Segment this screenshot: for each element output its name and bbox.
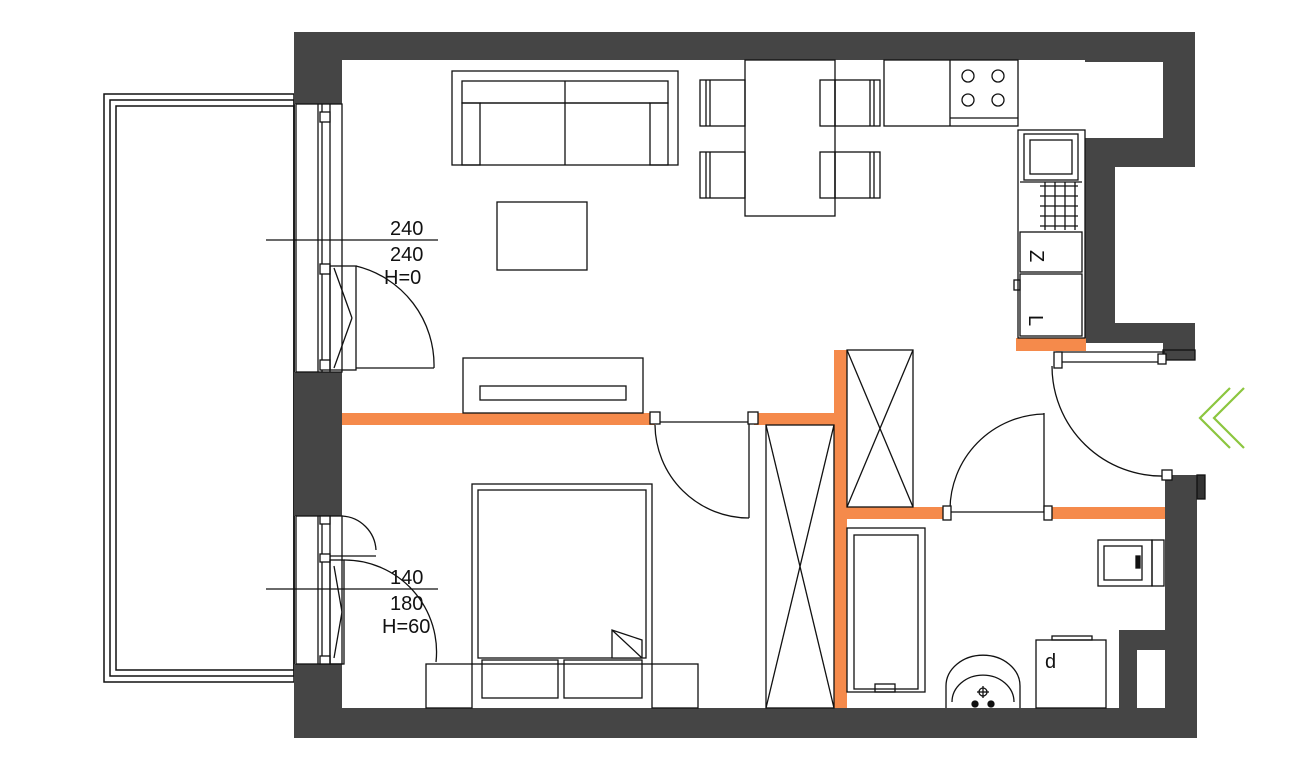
hall-closet [846,349,914,508]
balcony [103,93,295,683]
entrance-door [1051,349,1206,500]
lower-window-height: 180 [390,593,423,615]
partition-walls [342,338,1165,708]
dishwasher: L [1013,273,1083,337]
sofa [451,70,679,166]
lower-balcony-window [295,515,438,665]
bathtub [846,527,926,693]
fridge-label: Z [1025,250,1047,262]
washbasin [945,654,1021,708]
bedroom-door [649,411,759,519]
bathroom-door [942,413,1053,521]
coffee-table [496,201,588,271]
dining-set [699,59,881,217]
washer-label: d [1045,651,1056,673]
kitchen-sink [1020,133,1082,230]
fridge: Z [1019,231,1083,273]
lower-window-width: 140 [390,567,423,589]
stove-icon [961,69,1005,107]
upper-window-width: 240 [390,218,423,240]
washing-machine: d [1035,635,1107,709]
wardrobe [765,424,835,709]
bed [425,483,699,709]
toilet-cabinet [1097,539,1165,587]
dishwasher-label: L [1024,315,1046,326]
upper-window-sill: H=0 [384,267,421,289]
exterior-walls [294,32,1197,738]
kitchen-counter [883,59,1086,339]
double-chevron-left-icon [1198,387,1245,449]
upper-window-dimension: 240 240 H=0 [266,218,438,289]
upper-window-height: 240 [390,244,423,266]
lower-window-sill: H=60 [382,616,430,638]
upper-balcony-window [295,103,435,373]
lower-window-dimension: 140 180 H=60 [266,567,438,638]
tv-cabinet [462,357,644,414]
